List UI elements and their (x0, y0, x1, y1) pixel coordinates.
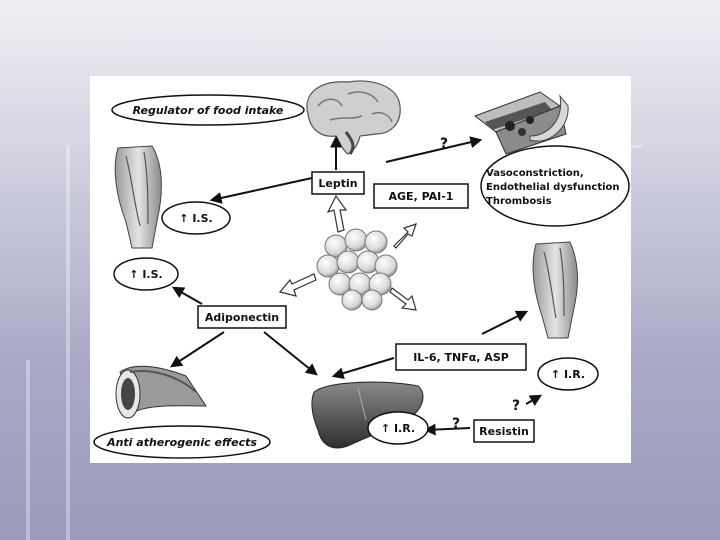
svg-text:AGE, PAI-1: AGE, PAI-1 (389, 190, 454, 203)
block-arrow-down-right (390, 288, 416, 310)
block-arrow-up-right (394, 224, 416, 248)
leg-muscle-icon (533, 242, 577, 338)
node-vascular-effects: Vasoconstriction, Endothelial dysfunctio… (481, 146, 629, 226)
leg-muscle-icon (115, 146, 161, 248)
svg-text:Endothelial dysfunction: Endothelial dysfunction (486, 182, 620, 193)
svg-text:Regulator of food intake: Regulator of food intake (133, 104, 284, 117)
node-resistin: Resistin (474, 420, 534, 442)
slide-decoration-bar (66, 145, 70, 540)
question-mark: ? (512, 398, 520, 414)
question-mark: ? (440, 136, 448, 152)
node-is-upper: ↑ I.S. (162, 202, 230, 234)
arrow-to-vessel (386, 140, 480, 162)
block-arrow-up (328, 196, 346, 232)
node-ir-liver: ↑ I.R. (368, 412, 428, 444)
artery-icon (116, 366, 206, 418)
slide-decoration-bar (26, 360, 30, 540)
arrow-resistin-to-ir-right (526, 396, 540, 404)
brain-icon (307, 81, 400, 154)
svg-text:Resistin: Resistin (479, 425, 529, 438)
node-is-lower: ↑ I.S. (114, 258, 178, 290)
node-age-pai: AGE, PAI-1 (374, 184, 468, 208)
arrow-il6-to-liver (334, 358, 394, 376)
node-il6: IL-6, TNFα, ASP (396, 344, 526, 370)
arrow-il6-to-muscle (482, 312, 526, 334)
node-leptin: Leptin (312, 172, 364, 194)
node-food-intake: Regulator of food intake (112, 95, 304, 125)
svg-text:↑ I.S.: ↑ I.S. (179, 212, 212, 225)
arrow-adiponectin-to-artery (172, 332, 224, 366)
svg-text:Leptin: Leptin (318, 177, 357, 190)
arrow-leptin-to-muscle (212, 178, 312, 200)
svg-text:↑ I.R.: ↑ I.R. (381, 422, 415, 435)
adipocyte-cluster-icon (317, 229, 397, 310)
svg-text:Anti atherogenic effects: Anti atherogenic effects (106, 436, 257, 449)
svg-text:Adiponectin: Adiponectin (205, 311, 279, 324)
node-adiponectin: Adiponectin (198, 306, 286, 328)
arrow-adiponectin-to-is (174, 288, 202, 304)
arrow-resistin-to-ir (426, 428, 470, 430)
question-mark: ? (452, 416, 460, 432)
svg-text:↑ I.R.: ↑ I.R. (551, 368, 585, 381)
svg-text:IL-6, TNFα, ASP: IL-6, TNFα, ASP (413, 351, 509, 364)
adipokine-diagram: Regulator of food intake Leptin AGE, PAI… (90, 76, 631, 463)
block-arrow-left (280, 274, 316, 296)
node-anti-atherogenic: Anti atherogenic effects (94, 426, 270, 458)
svg-text:Thrombosis: Thrombosis (486, 196, 552, 207)
svg-text:↑ I.S.: ↑ I.S. (129, 268, 162, 281)
svg-text:Vasoconstriction,: Vasoconstriction, (486, 168, 584, 179)
slide-decoration-bar (630, 145, 642, 148)
node-ir-right: ↑ I.R. (538, 358, 598, 390)
arrow-adiponectin-to-liver (264, 332, 316, 374)
blood-vessel-icon (475, 92, 568, 154)
